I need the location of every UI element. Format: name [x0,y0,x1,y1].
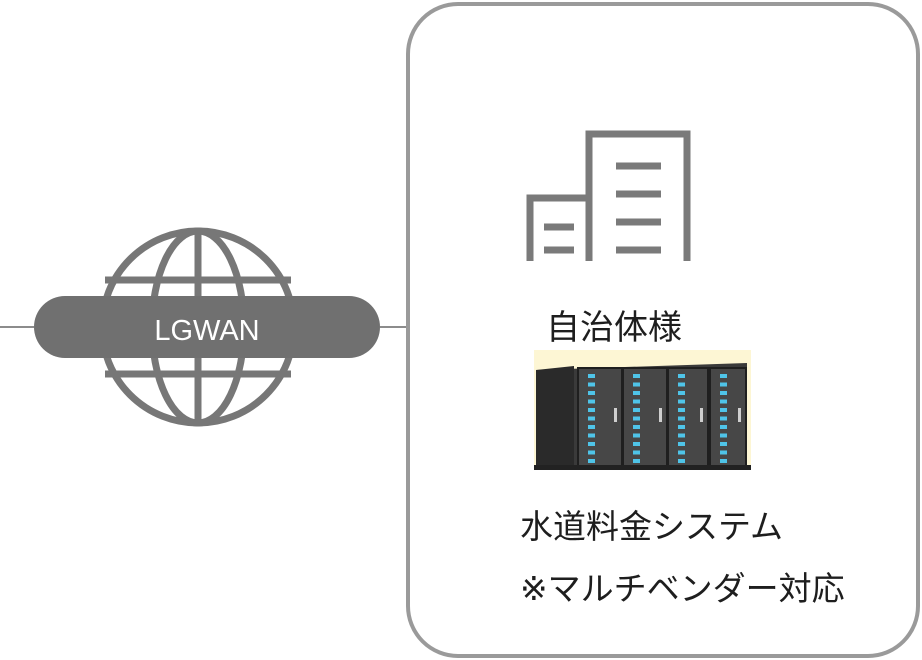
site-container [406,2,920,658]
rack-led [720,416,727,421]
rack-led [720,433,727,438]
rack-led [720,450,727,455]
rack-led [720,399,727,404]
rack-led [720,391,727,395]
rack-led [588,391,595,395]
rack-led [588,399,595,404]
vendor-note: ※マルチベンダー対応 [520,569,845,608]
rack-led [720,425,727,429]
rack-led [633,433,640,438]
rack-led [633,382,640,387]
rack-handle [614,408,617,422]
rack-led [633,416,640,421]
rack-led [633,408,640,412]
rack-led [678,391,685,395]
rack-led [633,391,640,395]
server-rack-icon [534,350,751,470]
rack-led [633,399,640,404]
rack-led [678,416,685,421]
lgwan-label: LGWAN [154,315,259,347]
rack-handle [738,408,741,422]
rack-led [720,442,727,446]
rack-led [720,459,727,463]
rack-led [678,442,685,446]
rack-led [678,382,685,387]
rack-led [588,374,595,378]
rack-handle [659,408,662,422]
rack-led [633,459,640,463]
rack-led [720,382,727,387]
rack-led [588,416,595,421]
rack-led [588,433,595,438]
rack-led [588,382,595,387]
rack-led [678,374,685,378]
rack-led [588,425,595,429]
building-icon [526,130,691,261]
rack-led [678,450,685,455]
rack-led [678,459,685,463]
rack-led [588,442,595,446]
rack-led [678,408,685,412]
rack-led [633,442,640,446]
rack-unit [709,367,747,469]
rack-led [720,374,727,378]
rack-led [633,374,640,378]
rack-led [633,425,640,429]
rack-led [678,399,685,404]
system-label: 水道料金システム [520,507,784,546]
rack-led [678,425,685,429]
rack-led [588,408,595,412]
rack-led [588,459,595,463]
organization-label: 自治体様 [546,308,682,348]
rack-led [720,408,727,412]
rack-led [678,433,685,438]
rack-led [588,450,595,455]
rack-led [633,450,640,455]
lgwan-pill [34,296,380,358]
rack-handle [700,408,703,422]
